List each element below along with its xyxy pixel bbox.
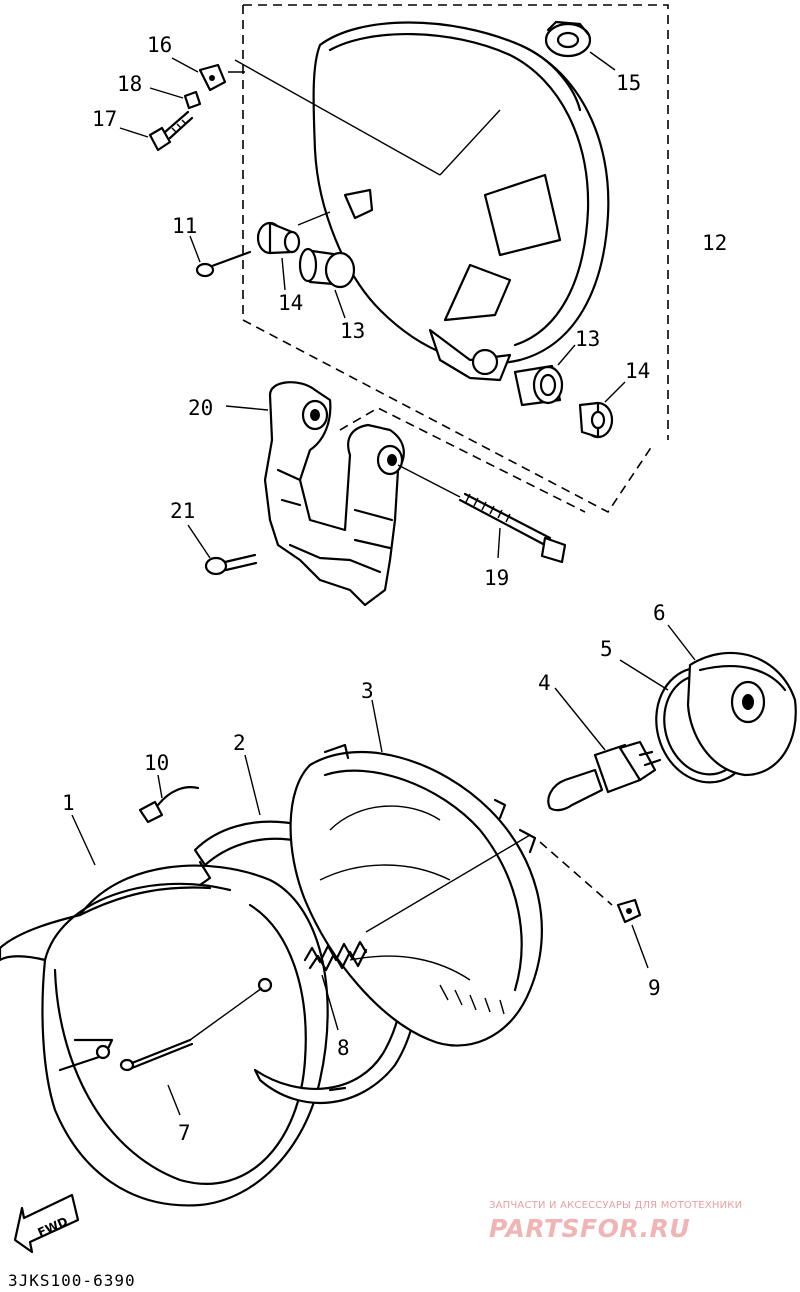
callout-15: 15 — [616, 71, 641, 95]
callout-13-upper: 13 — [340, 319, 365, 343]
callout-14-upper: 14 — [278, 291, 303, 315]
callout-20: 20 — [188, 396, 213, 420]
watermark-brand: PARTSFOR.RU — [489, 1214, 691, 1243]
wire-clip — [138, 786, 200, 824]
callout-12: 12 — [702, 231, 727, 255]
diagram-code: 3JKS100-6390 — [8, 1271, 136, 1290]
bolt-21 — [204, 553, 258, 576]
callout-2: 2 — [233, 731, 246, 755]
housing-assembly-outline — [242, 4, 669, 514]
callout-19: 19 — [484, 566, 509, 590]
collar-14-upper — [256, 221, 301, 255]
callout-16: 16 — [147, 33, 172, 57]
callout-1: 1 — [62, 791, 75, 815]
socket-cover — [686, 651, 797, 777]
washer-16 — [198, 63, 227, 92]
callout-3: 3 — [361, 679, 374, 703]
damper-13-lower — [513, 364, 564, 407]
callout-11: 11 — [172, 214, 197, 238]
forward-arrow-icon: FWD — [13, 1193, 80, 1254]
collar-14-lower — [578, 401, 614, 439]
bolt-19 — [458, 492, 567, 564]
callout-9: 9 — [648, 976, 661, 1000]
screw-11 — [195, 250, 252, 278]
damper-13-upper — [298, 247, 356, 289]
headlight-housing — [312, 21, 610, 382]
callout-21: 21 — [170, 499, 195, 523]
watermark-tagline: ЗАПЧАСТИ И АКСЕССУАРЫ ДЛЯ МОТОТЕХНИКИ — [489, 1200, 743, 1211]
callout-17: 17 — [92, 107, 117, 131]
callout-7: 7 — [178, 1121, 191, 1145]
grommet — [544, 20, 592, 58]
clip-nut — [616, 898, 642, 924]
callout-18: 18 — [117, 72, 142, 96]
adjusting-spring — [303, 940, 368, 972]
callout-6: 6 — [653, 601, 666, 625]
callout-13-lower: 13 — [575, 327, 600, 351]
callout-8: 8 — [337, 1036, 350, 1060]
lens-reflector-unit — [289, 743, 543, 1047]
callout-14-lower: 14 — [625, 359, 650, 383]
callout-5: 5 — [600, 637, 613, 661]
headlight-stay — [263, 381, 405, 607]
callout-10: 10 — [144, 751, 169, 775]
callout-4: 4 — [538, 671, 551, 695]
headlight-rim — [0, 864, 329, 1207]
nut-18 — [183, 90, 202, 110]
headlight-bulb — [547, 740, 662, 812]
bolt-17 — [148, 110, 194, 152]
